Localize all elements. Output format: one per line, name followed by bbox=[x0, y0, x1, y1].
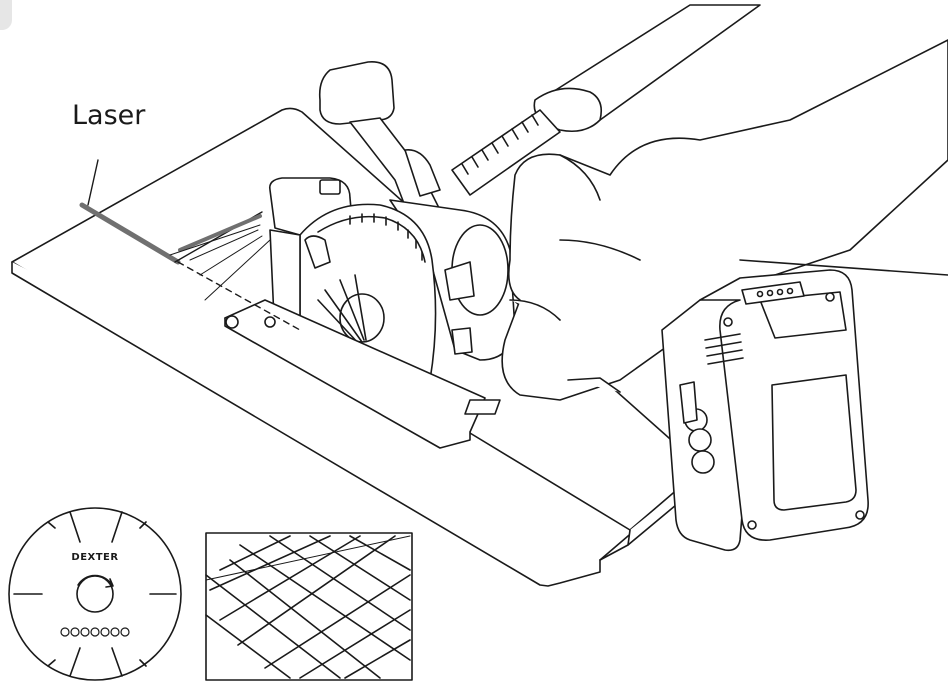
vacuum-hose bbox=[451, 4, 761, 196]
base-plate bbox=[224, 299, 501, 449]
laser-guides bbox=[79, 159, 301, 331]
laser-beam bbox=[79, 202, 181, 265]
blade-inset: DEXTER bbox=[8, 507, 182, 681]
blade-holes bbox=[60, 627, 130, 637]
corner-tab bbox=[0, 0, 12, 30]
hand bbox=[501, 39, 948, 401]
laser-label: Laser bbox=[72, 100, 146, 131]
tile-grid-inset bbox=[205, 532, 413, 681]
battery-pack bbox=[661, 269, 869, 552]
blade-brand-text: DEXTER bbox=[71, 552, 118, 563]
